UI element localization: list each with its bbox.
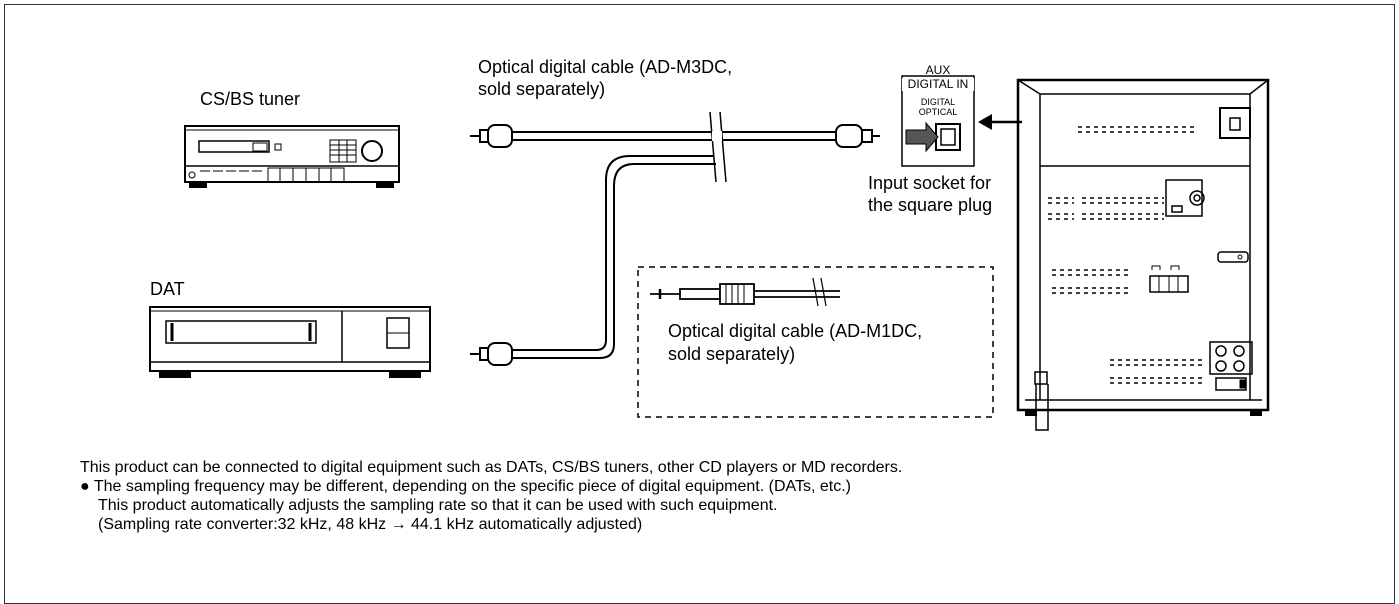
m3dc-cable-label-line1: Optical digital cable (AD-M3DC, bbox=[478, 57, 733, 77]
dat-label: DAT bbox=[150, 279, 185, 299]
optical-cable-m1dc bbox=[650, 277, 840, 307]
cs-bs-tuner-label: CS/BS tuner bbox=[200, 89, 301, 109]
notes-point-1: ● The sampling frequency may be differen… bbox=[80, 477, 902, 496]
optical-cable-m3dc bbox=[470, 111, 880, 183]
notes-point-1-text: The sampling frequency may be different,… bbox=[93, 478, 851, 495]
optical-cable-from-dat bbox=[470, 155, 716, 366]
digital-label: DIGITAL bbox=[920, 97, 956, 107]
notes-block: This product can be connected to digital… bbox=[80, 458, 902, 534]
m1dc-cable-label-line2: sold separately) bbox=[668, 344, 796, 364]
bullet-icon: ● bbox=[80, 478, 90, 495]
cs-bs-tuner-device bbox=[184, 125, 400, 188]
dat-device bbox=[149, 306, 431, 378]
notes-point-2: This product automatically adjusts the s… bbox=[98, 497, 778, 514]
m1dc-cable-label-line1: Optical digital cable (AD-M1DC, bbox=[668, 321, 923, 341]
aux-label: AUX bbox=[925, 63, 951, 77]
main-unit-rear-panel bbox=[1016, 78, 1270, 431]
socket-caption-line2: the square plug bbox=[868, 195, 993, 215]
m3dc-cable-label-line2: sold separately) bbox=[478, 79, 606, 99]
socket-caption-line1: Input socket for bbox=[868, 173, 992, 193]
optical-label: OPTICAL bbox=[918, 107, 958, 117]
alternative-cable-box bbox=[637, 266, 994, 418]
notes-point-3: (Sampling rate converter:32 kHz, 48 kHz … bbox=[98, 516, 643, 533]
notes-intro: This product can be connected to digital… bbox=[80, 459, 903, 476]
digital-in-label: DIGITAL IN bbox=[902, 78, 974, 91]
digital-in-socket-callout bbox=[901, 75, 1022, 167]
